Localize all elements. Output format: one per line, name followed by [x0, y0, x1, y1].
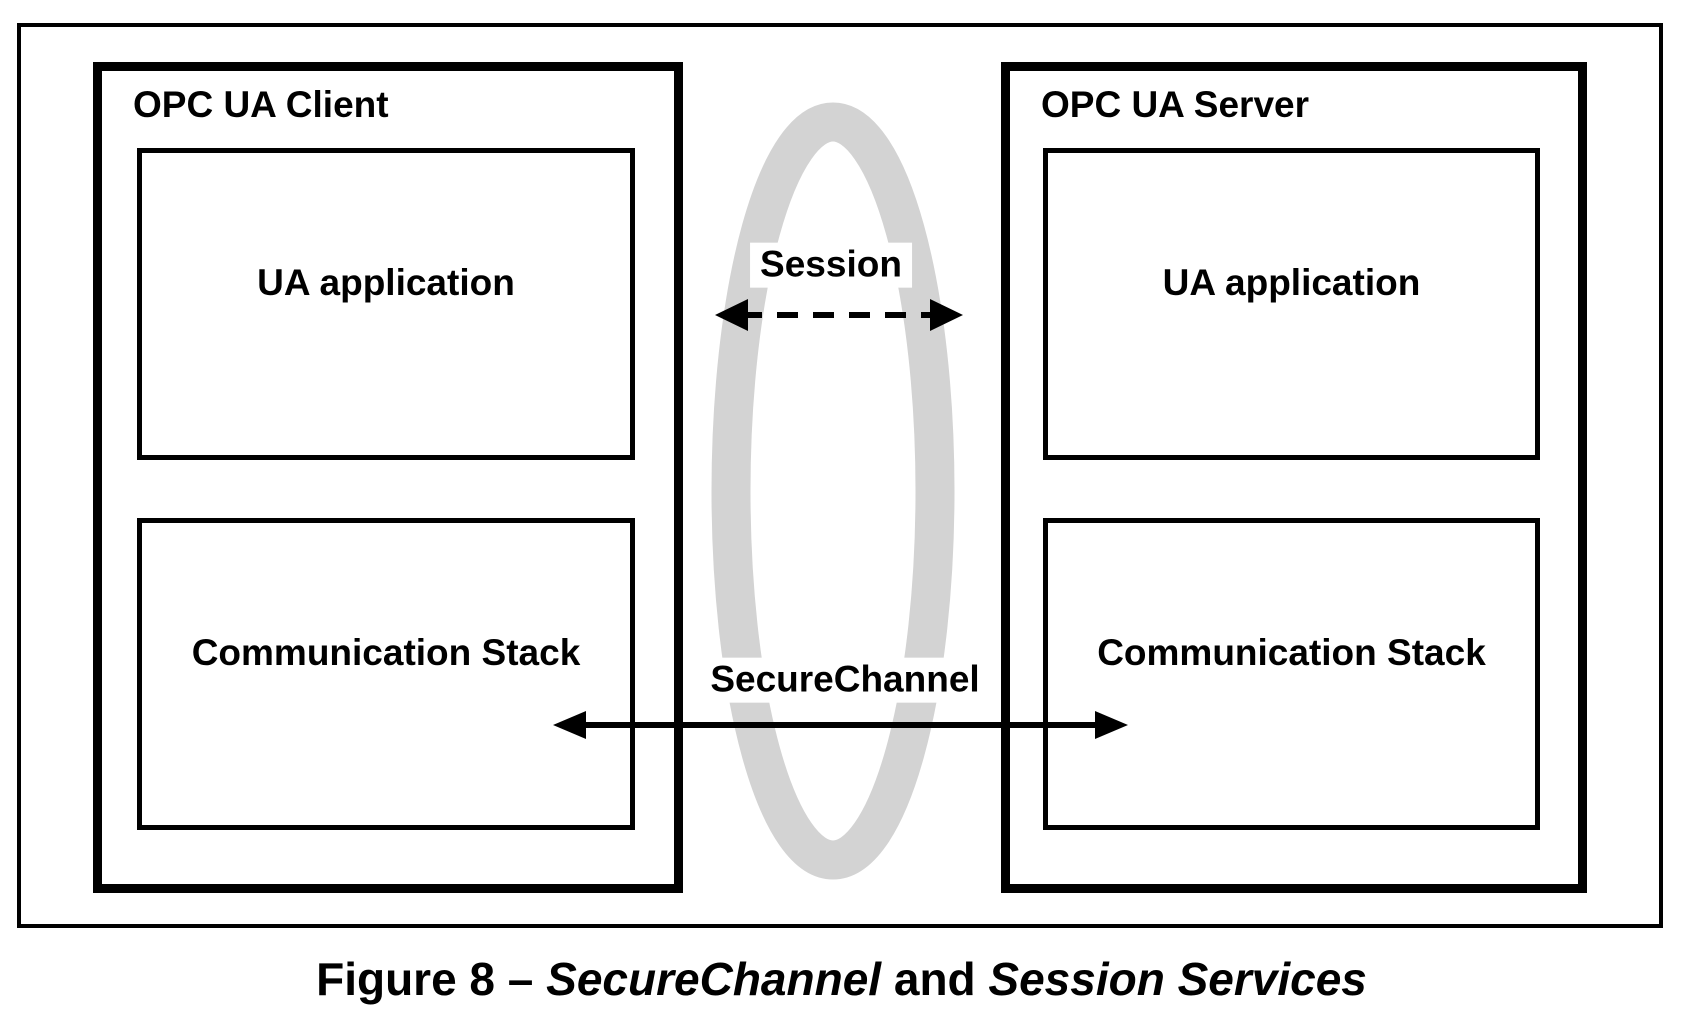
- client-title: OPC UA Client: [133, 84, 389, 125]
- client-ua-application-box: UA application: [137, 148, 635, 460]
- caption-securechannel: SecureChannel: [546, 953, 882, 1005]
- server-ua-application-label: UA application: [1162, 262, 1421, 303]
- client-communication-stack-box: Communication Stack: [137, 518, 635, 830]
- opc-ua-client-box: OPC UA Client: [93, 62, 683, 893]
- server-title: OPC UA Server: [1041, 84, 1310, 125]
- server-communication-stack-box: Communication Stack: [1043, 518, 1540, 830]
- session-label: Session: [750, 242, 912, 288]
- figure-border: [17, 23, 1663, 928]
- server-communication-stack-label: Communication Stack: [1097, 632, 1486, 673]
- caption-prefix: Figure 8 –: [316, 953, 547, 1005]
- caption-and: and: [881, 953, 989, 1005]
- session-ellipse: [711, 102, 955, 880]
- opc-ua-server-box: OPC UA Server: [1001, 62, 1587, 893]
- client-ua-application-label: UA application: [257, 262, 515, 303]
- figure-caption: Figure 8 – SecureChannel and Session Ser…: [0, 930, 1683, 1028]
- secure-channel-label: SecureChannel: [700, 657, 990, 703]
- server-ua-application-box: UA application: [1043, 148, 1540, 460]
- caption-session-services: Session Services: [988, 953, 1367, 1005]
- client-communication-stack-label: Communication Stack: [191, 632, 581, 673]
